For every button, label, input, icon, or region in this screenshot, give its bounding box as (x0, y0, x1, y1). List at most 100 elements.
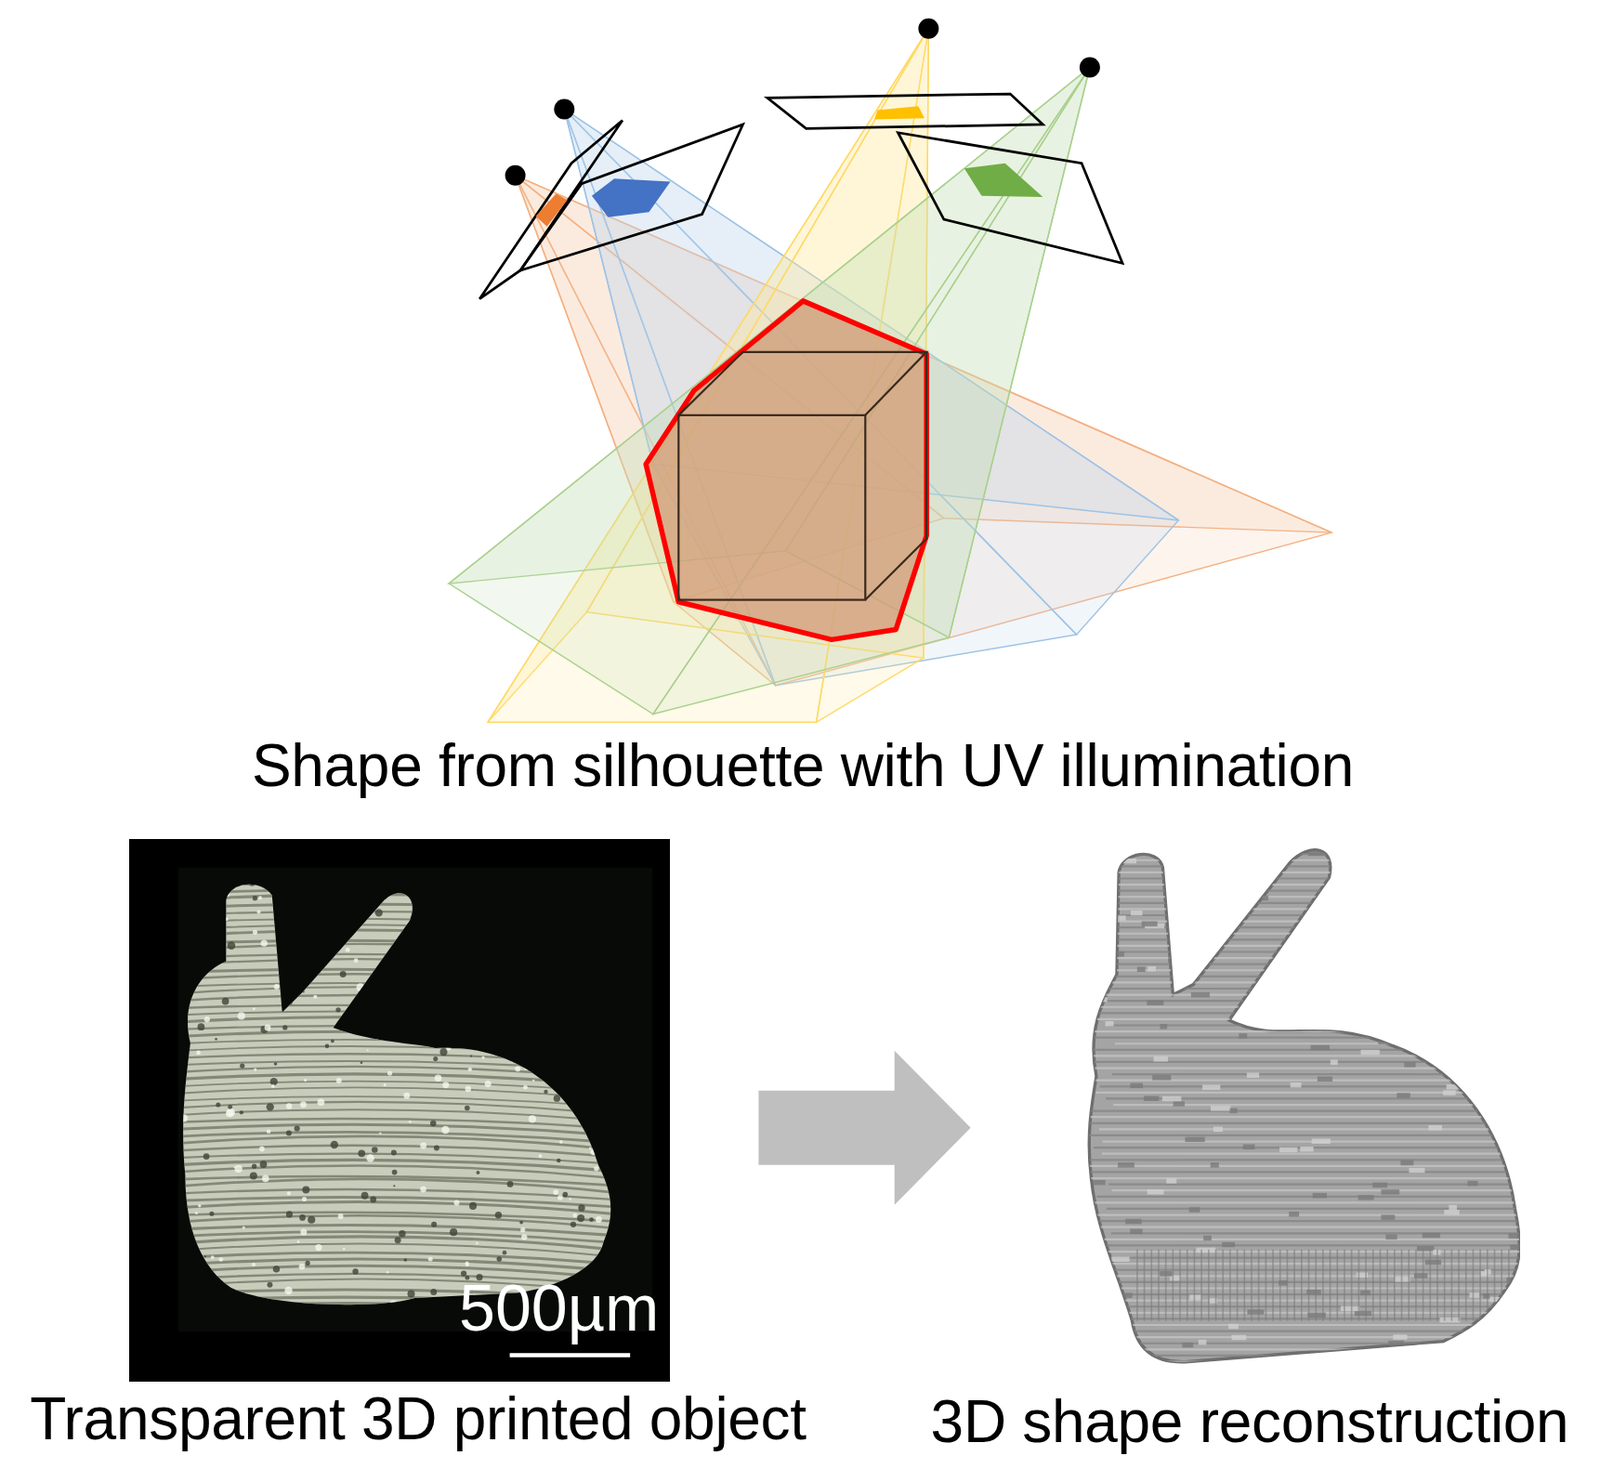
voxel-column (1465, 1249, 1468, 1322)
voxel-column (1500, 1249, 1503, 1322)
texture-speck (215, 1101, 221, 1107)
texture-speck (371, 1146, 379, 1154)
texture-speck (469, 1202, 477, 1210)
texture-speck (507, 1180, 514, 1188)
texture-speck (570, 1221, 577, 1228)
voxel-row (1073, 902, 1521, 905)
texture-speck (434, 1075, 443, 1083)
voxel-row (1079, 1250, 1521, 1253)
texture-speck (404, 1258, 408, 1262)
voxel-block (1366, 898, 1383, 904)
texture-speck (393, 993, 399, 999)
texture-speck (427, 1036, 433, 1042)
voxel-block (1218, 860, 1234, 866)
voxel-column (1386, 1249, 1389, 1322)
voxel-block (1129, 1083, 1142, 1089)
voxel-block (1279, 1147, 1298, 1153)
texture-speck (273, 1265, 280, 1273)
voxel-block (1129, 1229, 1142, 1234)
voxel-column (1150, 1249, 1153, 1322)
voxel-block (1392, 886, 1414, 892)
voxel-block (1299, 987, 1314, 993)
texture-speck (235, 1165, 243, 1173)
voxel-column (1186, 1249, 1189, 1322)
texture-speck (197, 1204, 202, 1208)
voxel-block (1304, 1014, 1323, 1020)
voxel-block (1072, 1093, 1081, 1099)
texture-speck (220, 1296, 227, 1303)
voxel-column (1329, 1249, 1332, 1322)
texture-speck (577, 1204, 585, 1211)
texture-speck (281, 914, 285, 918)
texture-speck (299, 1263, 306, 1271)
voxel-column (1443, 1249, 1446, 1322)
texture-speck (568, 998, 577, 1007)
texture-speck (574, 910, 580, 917)
voxel-row (1073, 871, 1521, 874)
voxel-row (1092, 895, 1521, 898)
voxel-block (1181, 1364, 1202, 1367)
texture-speck (366, 889, 375, 898)
voxel-block (1425, 1259, 1443, 1265)
camera-center (1079, 56, 1101, 78)
texture-speck (360, 1061, 364, 1064)
texture-speck (475, 1170, 480, 1175)
texture-speck (342, 1247, 345, 1250)
texture-speck (304, 1260, 310, 1266)
texture-speck (197, 1022, 206, 1031)
texture-speck (271, 1084, 276, 1089)
texture-speck (383, 1083, 387, 1087)
texture-speck (407, 931, 410, 933)
voxel-row (1055, 1030, 1521, 1033)
voxel-block (1119, 858, 1137, 864)
texture-speck (563, 912, 569, 919)
voxel-row (1075, 877, 1521, 879)
voxel-column (1364, 1249, 1367, 1322)
silhouette-blue (591, 178, 671, 218)
voxel-column (1457, 1249, 1460, 1322)
voxel-row (1084, 932, 1521, 935)
voxel-row (1095, 969, 1521, 971)
voxel-block (1152, 1075, 1171, 1080)
voxel-block (1517, 1139, 1521, 1144)
voxel-block (1195, 1247, 1216, 1253)
voxel-block (1115, 915, 1127, 920)
voxel-block (1440, 1317, 1461, 1323)
texture-speck (274, 1062, 278, 1066)
texture-speck (432, 1056, 438, 1062)
texture-speck (495, 1211, 502, 1219)
voxel-block (1377, 1038, 1391, 1044)
voxel-block (1372, 1182, 1388, 1188)
texture-speck (178, 1080, 184, 1086)
texture-speck (220, 934, 223, 938)
texture-speck (219, 1257, 224, 1262)
voxel-row (1111, 1232, 1521, 1234)
texture-speck (446, 1297, 454, 1304)
texture-speck (589, 1147, 592, 1151)
voxel-block (1437, 902, 1454, 907)
texture-speck (532, 1079, 535, 1082)
voxel-block (1067, 1174, 1088, 1180)
texture-speck (387, 980, 392, 984)
image-plane (520, 124, 743, 271)
texture-speck (590, 930, 596, 936)
voxel-block (1064, 995, 1078, 1000)
voxel-block (1094, 1288, 1115, 1294)
voxel-block (1086, 1207, 1095, 1213)
texture-speck (336, 1077, 342, 1084)
camera-center (918, 18, 939, 40)
texture-speck (485, 1080, 492, 1088)
texture-speck (543, 1089, 548, 1094)
voxel-block (1288, 1211, 1299, 1217)
voxel-block (1057, 851, 1066, 856)
voxel-block (1137, 967, 1146, 972)
texture-speck (183, 906, 187, 910)
texture-speck (408, 1120, 412, 1124)
voxel-column (1451, 1249, 1454, 1322)
voxel-block (1510, 1298, 1521, 1304)
texture-speck (577, 1021, 580, 1023)
layer-line (170, 940, 619, 950)
voxel-row (1071, 1201, 1521, 1204)
texture-speck (506, 974, 510, 978)
voxel-column (1229, 1249, 1232, 1322)
